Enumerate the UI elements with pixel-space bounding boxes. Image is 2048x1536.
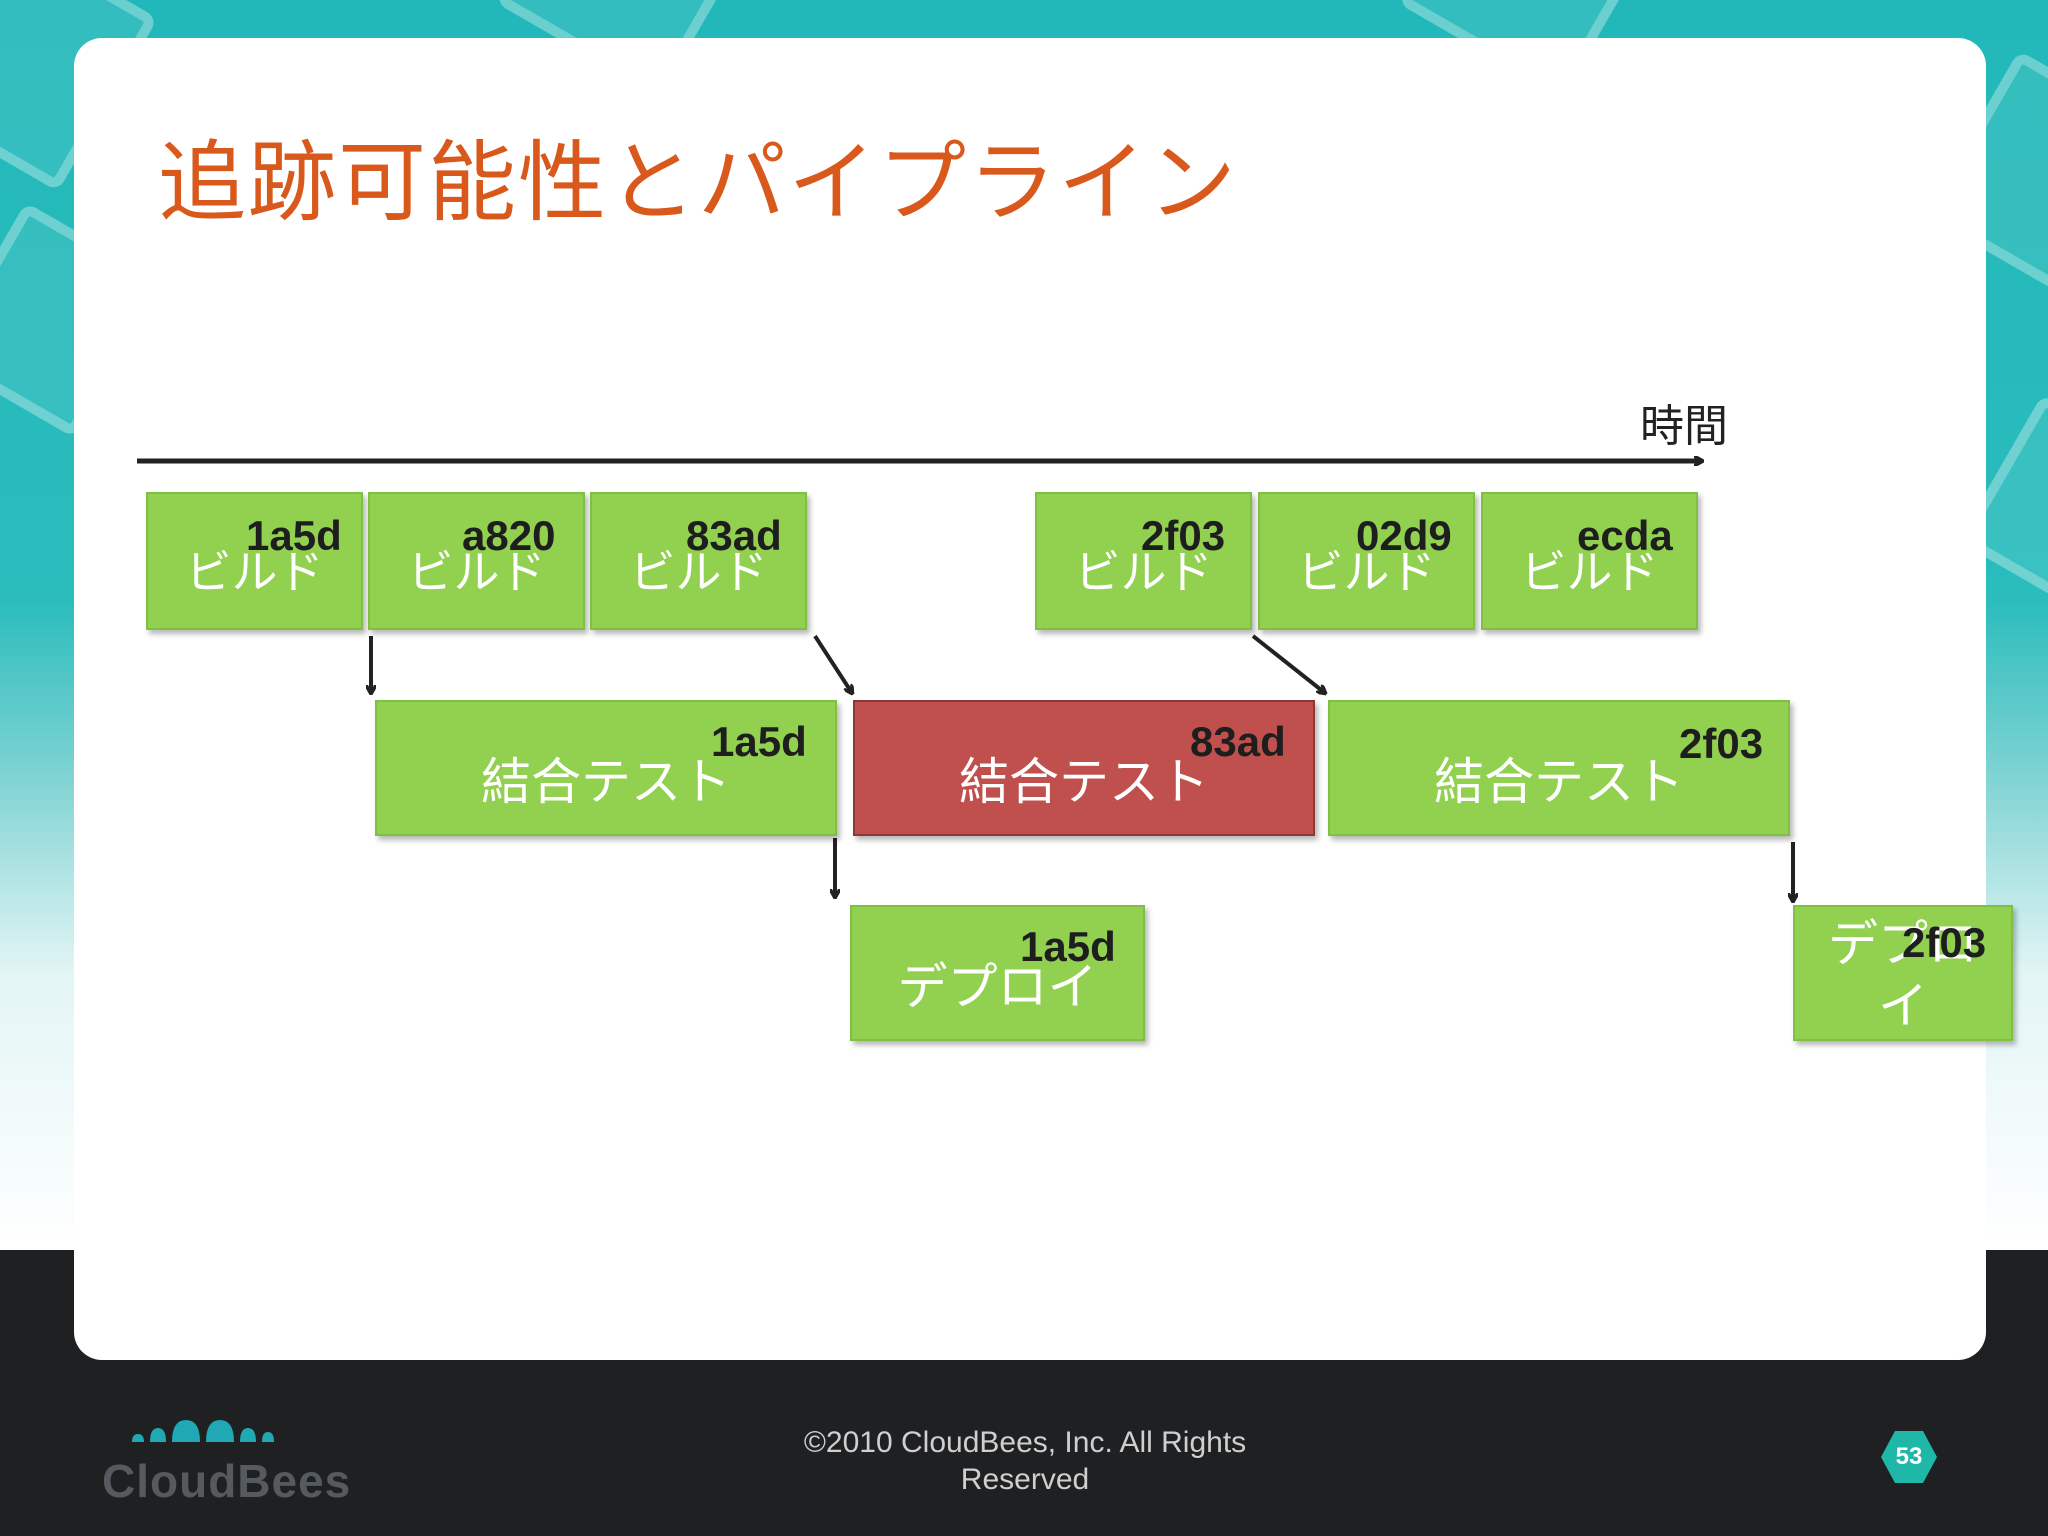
deploy-hash: 1a5d — [1020, 923, 1116, 970]
build-box: ビルド 2f03 — [1035, 492, 1252, 630]
build-hash: a820 — [462, 512, 556, 559]
build-box: ビルド ecda — [1481, 492, 1698, 630]
build-label: ビルド — [629, 545, 768, 599]
build-hash: ecda — [1577, 512, 1673, 559]
cloudbees-logo: CloudBees — [100, 1398, 350, 1508]
logo-wordmark: CloudBees — [102, 1455, 352, 1507]
page-number-badge: 53 — [1881, 1429, 1937, 1485]
build-box: ビルド 02d9 — [1258, 492, 1475, 630]
hexagon-badge-icon — [1881, 1431, 1937, 1483]
build-label: ビルド — [185, 545, 324, 599]
build-hash: 83ad — [686, 512, 782, 559]
build-hash: 1a5d — [246, 512, 342, 559]
cloudbees-mark-icon — [132, 1420, 274, 1442]
deploy-hash: 2f03 — [1902, 919, 1987, 966]
test-hash: 83ad — [1190, 718, 1286, 765]
integration-test-box: 結合テスト 2f03 — [1328, 700, 1790, 836]
build-box: ビルド 83ad — [590, 492, 807, 630]
arrow-build-to-test-3 — [1251, 634, 1325, 693]
integration-test-box-failed: 結合テスト 83ad — [853, 700, 1315, 836]
build-box: ビルド a820 — [368, 492, 585, 630]
build-box: ビルド 1a5d — [146, 492, 363, 630]
build-label: ビルド — [1074, 545, 1213, 599]
build-hash: 02d9 — [1356, 512, 1452, 559]
test-label: 結合テスト — [959, 753, 1209, 811]
build-label: ビルド — [1520, 545, 1659, 599]
slide-card — [74, 38, 1986, 1360]
deploy-box: デプロイ 1a5d — [850, 905, 1145, 1041]
test-hash: 2f03 — [1679, 720, 1764, 767]
arrow-build-to-test-2 — [813, 634, 852, 693]
test-hash: 1a5d — [711, 718, 807, 765]
time-axis-label: 時間 — [1640, 401, 1728, 452]
build-label: ビルド — [407, 545, 546, 599]
deploy-box: デプロイ 2f03 — [1793, 905, 2013, 1041]
deploy-label: デプロイ — [897, 958, 1098, 1016]
integration-test-box: 結合テスト 1a5d — [375, 700, 837, 836]
build-label: ビルド — [1297, 545, 1436, 599]
test-label: 結合テスト — [481, 753, 731, 811]
build-hash: 2f03 — [1141, 512, 1226, 559]
slide-title: 追跡可能性とパイプライン — [158, 131, 1239, 234]
test-label: 結合テスト — [1434, 753, 1684, 811]
copyright-text: ©2010 CloudBees, Inc. All Rights Reserve… — [803, 1426, 1247, 1496]
page-number: 53 — [1895, 1443, 1923, 1470]
deploy-label: デプロイ — [1828, 915, 1978, 1035]
